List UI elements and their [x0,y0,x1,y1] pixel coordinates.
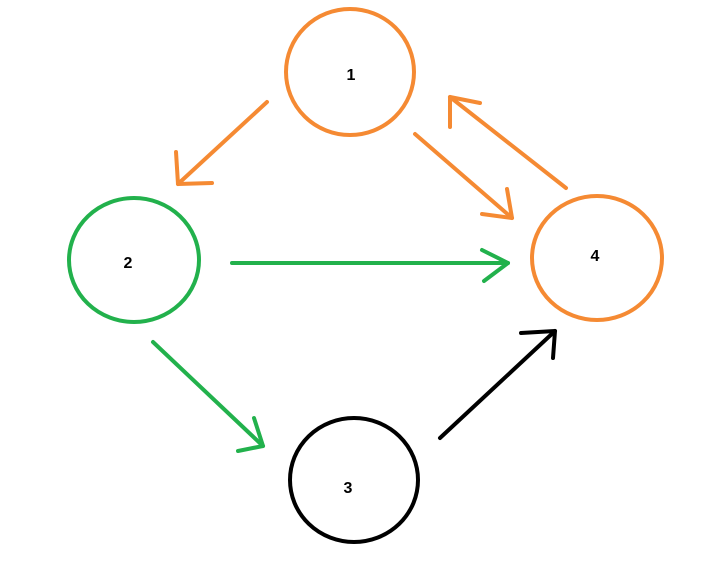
node-label: 3 [344,480,353,497]
node-label: 4 [591,248,600,265]
edge-3-to-4 [438,329,557,440]
node-1: 1 [284,7,416,137]
arrowhead [174,150,214,186]
node-label: 1 [347,67,356,84]
node-4: 4 [530,194,664,322]
edges-layer [151,95,568,453]
edge-2-to-3 [151,340,265,453]
arrowhead [480,187,514,220]
arrowhead [448,95,482,129]
node-label: 2 [124,255,133,272]
edge-line [448,95,568,190]
node-circle [530,194,664,322]
node-circle [288,416,420,544]
node-3: 3 [288,416,420,544]
arrowhead [236,416,265,453]
edge-line [176,100,269,186]
edge-1-to-4 [413,132,514,220]
node-circle [284,7,416,137]
edge-4-to-1 [448,95,568,190]
edge-2-to-4 [230,248,510,283]
edge-line [438,329,557,440]
edge-line [413,132,514,220]
node-circle [67,196,201,324]
nodes-layer: 1 2 3 4 [67,7,664,544]
arrowhead [519,329,557,360]
node-2: 2 [67,196,201,324]
edge-line [151,340,265,448]
edge-1-to-2 [174,100,269,186]
arrowhead [480,248,510,283]
